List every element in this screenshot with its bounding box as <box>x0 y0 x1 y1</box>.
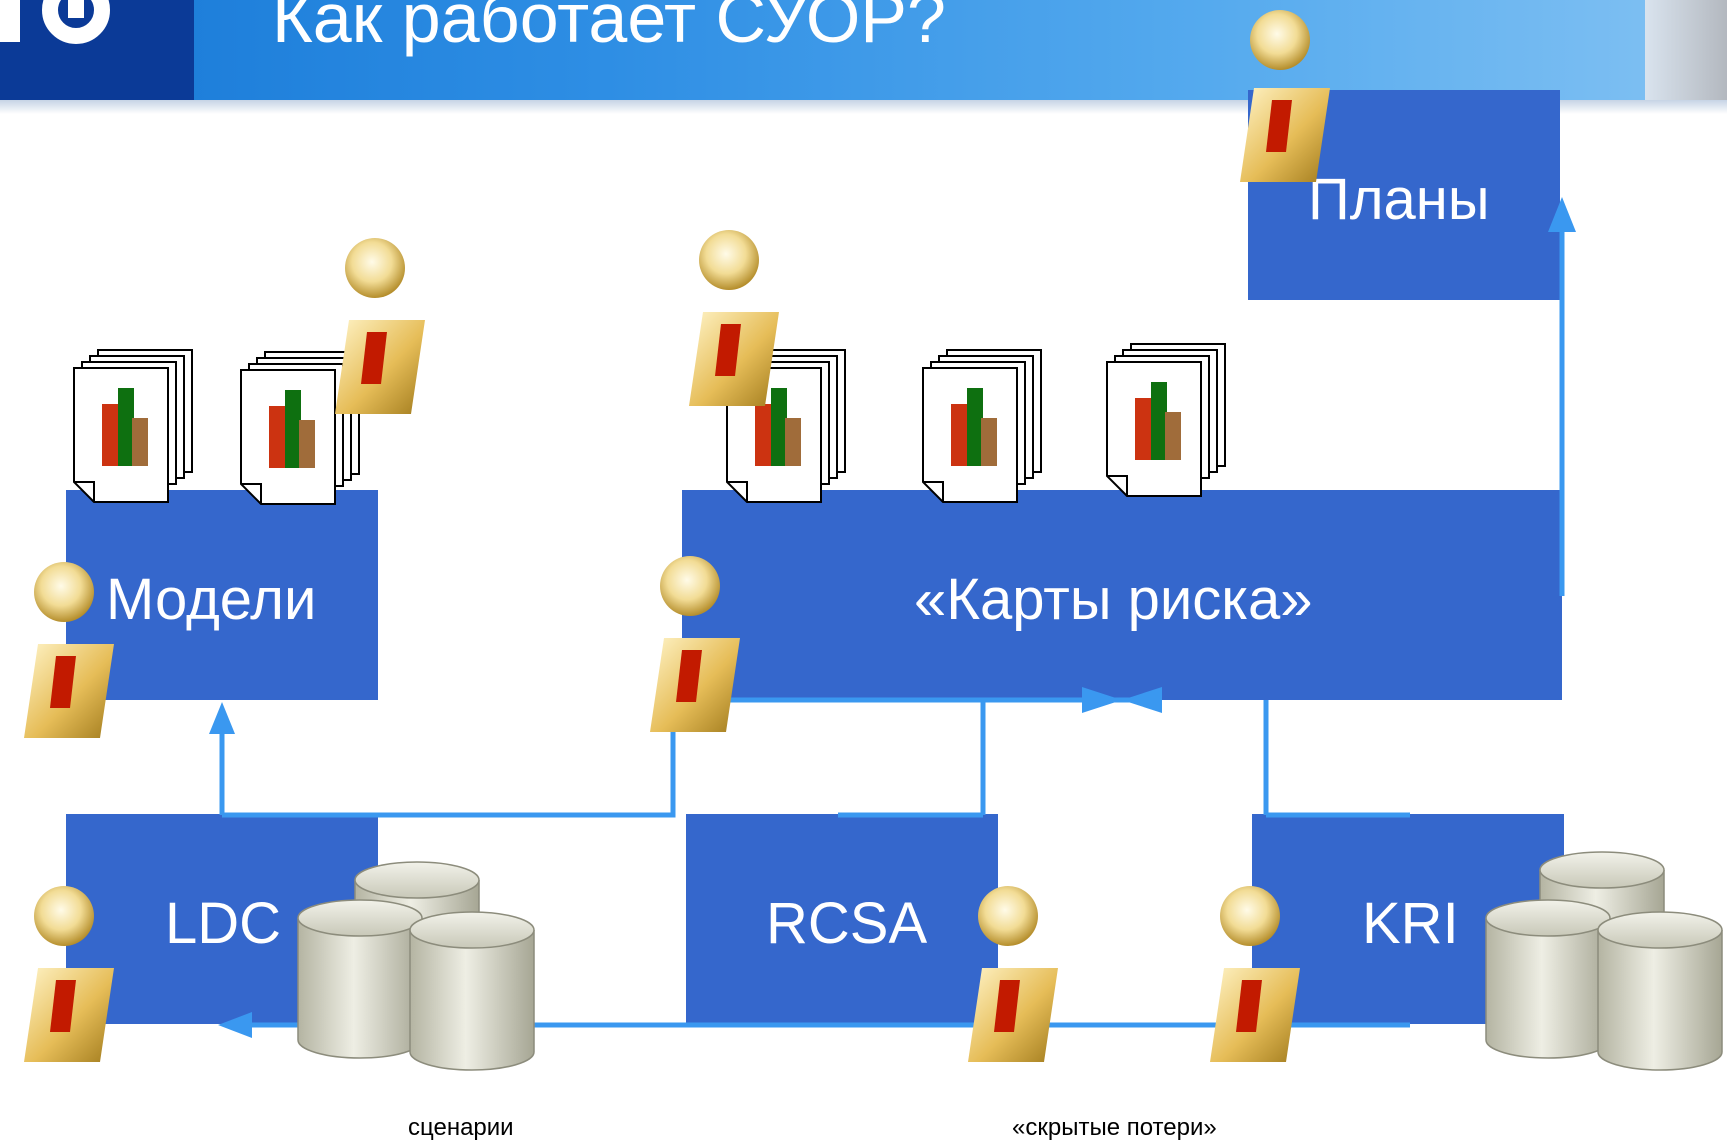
ldc-label: LDC <box>165 891 282 956</box>
ldc-to-riskmaps-line <box>222 730 676 818</box>
arrowhead-plans <box>1548 197 1576 232</box>
report-document-icon <box>1106 343 1226 497</box>
header-corner <box>1645 0 1727 100</box>
arrowhead-riskmaps-left <box>1082 687 1122 713</box>
plans-label: Планы <box>1308 167 1490 232</box>
models-box: Модели <box>66 490 378 700</box>
arrowhead-models <box>209 702 235 734</box>
models-label: Модели <box>106 567 317 632</box>
header-band <box>0 0 1727 100</box>
report-document-icon <box>73 349 193 503</box>
logo-block <box>0 0 194 100</box>
arrowhead-ldc <box>218 1012 252 1038</box>
hidden-losses-caption: «скрытые потери» <box>1012 1114 1217 1141</box>
report-document-icon <box>240 351 360 505</box>
rcsa-box: RCSA <box>686 814 998 1024</box>
database-icon <box>1485 851 1723 1071</box>
person-icon <box>650 556 740 732</box>
report-document-icon <box>922 349 1042 503</box>
person-icon <box>24 886 114 1062</box>
person-icon <box>1240 10 1330 182</box>
person-icon <box>1210 886 1300 1062</box>
power-logo-icon <box>0 0 110 44</box>
kri-label: KRI <box>1362 891 1459 956</box>
report-document-icon <box>726 349 846 503</box>
risk-maps-box: «Карты риска» <box>682 490 1562 700</box>
arrowheads <box>209 197 1576 1038</box>
risk-maps-label: «Карты риска» <box>914 567 1313 632</box>
person-icon <box>24 562 114 738</box>
scenarios-caption: сценарии <box>408 1114 514 1141</box>
person-icon <box>335 238 425 414</box>
database-icon <box>297 861 535 1071</box>
rcsa-label: RCSA <box>766 891 928 956</box>
person-icon <box>968 886 1058 1062</box>
arrowhead-riskmaps-right <box>1122 687 1162 713</box>
page-title: Как работает СУОР? <box>272 0 946 57</box>
person-icon <box>689 230 779 406</box>
